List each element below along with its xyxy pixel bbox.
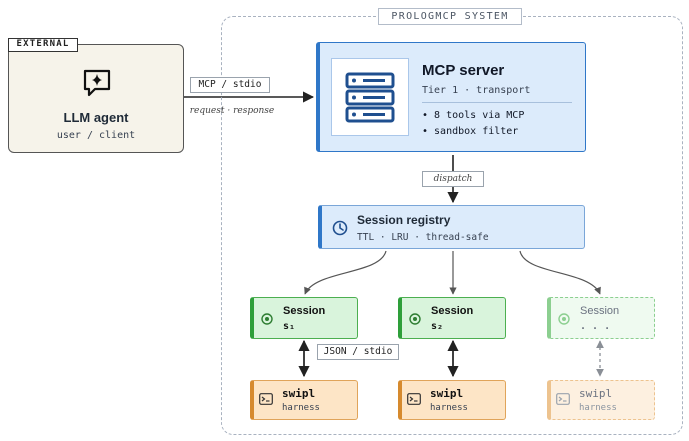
protocol-note: request · response <box>189 106 275 116</box>
target-icon <box>558 313 570 325</box>
session-2-title: Session <box>431 305 474 317</box>
server-stack-icon <box>345 72 395 123</box>
session-1-id: s₁ <box>283 321 296 332</box>
harness-3-title: swipl <box>579 387 613 400</box>
server-title: MCP server <box>422 62 505 79</box>
harness-3-box <box>547 380 655 420</box>
harness-2-subtitle: harness <box>430 403 468 413</box>
agent-title: LLM agent <box>63 110 129 125</box>
harness-1-title: swipl <box>282 387 316 400</box>
harness-3-subtitle: harness <box>579 403 617 413</box>
protocol-label: MCP / stdio <box>190 77 270 93</box>
registry-session3-arrow <box>519 250 601 295</box>
session-3-title: Session <box>580 305 620 317</box>
target-icon <box>409 313 421 325</box>
dispatch-label: dispatch <box>422 171 484 187</box>
harness-1-subtitle: harness <box>282 403 320 413</box>
system-title: PROLOGMCP SYSTEM <box>378 8 522 25</box>
session-3-id: . . . <box>580 321 611 332</box>
target-icon <box>261 313 273 325</box>
server-bullet-tools: • 8 tools via MCP <box>422 110 525 121</box>
registry-session1-arrow <box>304 250 387 295</box>
agent-subtitle: user / client <box>56 130 136 141</box>
terminal-icon <box>556 393 570 405</box>
harness-2-title: swipl <box>430 387 464 400</box>
server-divider <box>422 102 572 103</box>
registry-subtitle: TTL · LRU · thread-safe <box>357 232 489 243</box>
chat-sparkle-icon <box>83 69 111 97</box>
session-2-id: s₂ <box>431 321 444 332</box>
harness-2-box <box>398 380 506 420</box>
server-subtitle: Tier 1 · transport <box>422 85 531 96</box>
json-stdio-label: JSON / stdio <box>317 344 399 360</box>
terminal-icon <box>407 393 421 405</box>
clock-icon <box>332 220 348 236</box>
server-bullet-sandbox: • sandbox filter <box>422 126 519 137</box>
registry-title: Session registry <box>357 213 451 227</box>
external-tag: EXTERNAL <box>8 38 78 52</box>
session-registry-box <box>318 205 585 249</box>
harness-1-box <box>250 380 358 420</box>
external-agent-box <box>8 44 184 153</box>
session-1-title: Session <box>283 305 326 317</box>
terminal-icon <box>259 393 273 405</box>
